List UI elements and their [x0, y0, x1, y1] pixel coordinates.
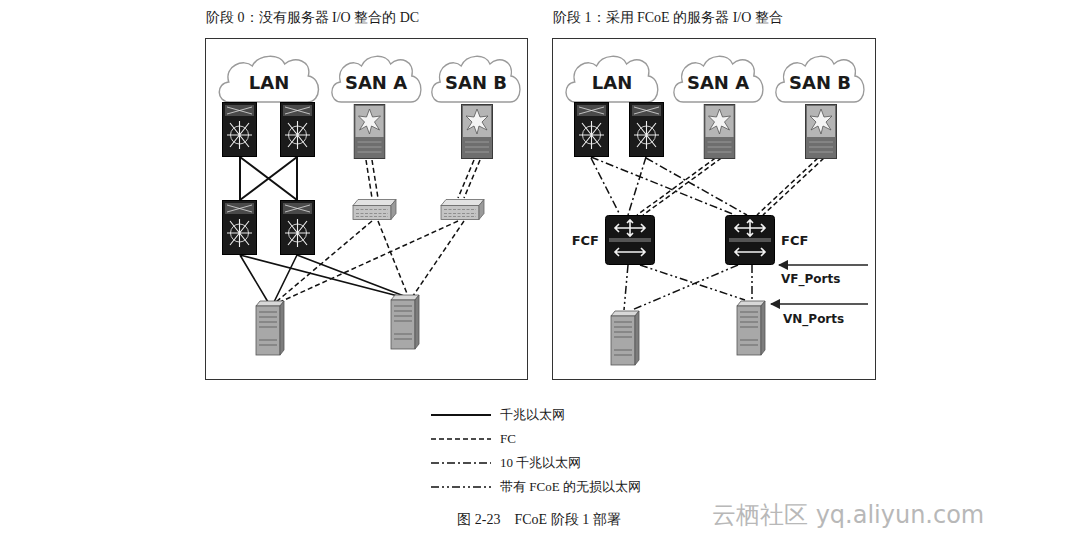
lan-switch [281, 103, 315, 157]
port-callout: VN_Ports [783, 312, 844, 326]
legend-row: FC [430, 427, 641, 451]
link-line [646, 158, 747, 215]
lan-switch [223, 103, 257, 157]
stage-panel: 阶段 0：没有服务器 I/O 整合的 DCLANSAN ASAN B [205, 38, 528, 380]
figure-caption: 图 2-23 FCoE 阶段 1 部署 [457, 512, 620, 527]
network-link [757, 158, 824, 215]
legend-line [431, 462, 491, 464]
san-director [704, 105, 735, 159]
legend-row: 10 千兆以太网 [430, 451, 641, 475]
lan-switch [575, 103, 609, 157]
fcf-icon [605, 215, 655, 265]
san-director [806, 105, 837, 159]
legend-line [431, 486, 491, 488]
stage-panel: 阶段 1：采用 FCoE 的服务器 I/O 整合LANSAN ASAN BFCF… [552, 38, 876, 380]
cloud-label: SAN B [428, 52, 524, 107]
san-switch [441, 200, 484, 220]
switch-label: FCF [781, 233, 808, 248]
legend-sample [430, 410, 492, 420]
legend-sample [430, 458, 492, 468]
server [611, 311, 639, 365]
cloud-label: SAN B [772, 52, 868, 107]
panel-title: 阶段 1：采用 FCoE 的服务器 I/O 整合 [553, 9, 783, 27]
cloud-outline [428, 52, 524, 158]
cloud-label: SAN A [670, 52, 767, 107]
link-line [643, 158, 722, 215]
legend: 千兆以太网 FC 10 千兆以太网带有 FCoE 的无损以太网 [430, 403, 641, 499]
panel-title: 阶段 0：没有服务器 I/O 整合的 DC [206, 9, 419, 27]
san-switch [353, 200, 396, 220]
cloud-label: LAN [215, 52, 323, 107]
fcoe-wires [624, 265, 752, 310]
fcf-symbol [726, 216, 775, 265]
link-line [757, 158, 818, 215]
server [737, 301, 765, 355]
link-line [637, 158, 716, 215]
fc-wires [276, 160, 480, 302]
lan-wires [240, 157, 404, 302]
network-cloud: SAN B [428, 52, 524, 158]
cloud-outline [670, 52, 767, 158]
network-cloud: SAN B [772, 52, 868, 158]
access-switch [223, 201, 257, 255]
link-line [591, 158, 620, 215]
network-cloud: LAN [562, 52, 662, 158]
access-switch [281, 201, 315, 255]
watermark: 云栖社区 yq.aliyun.com [712, 499, 984, 531]
network-cloud: SAN A [670, 52, 767, 158]
callout-arrow [771, 303, 868, 304]
san-director [354, 105, 385, 159]
server [256, 301, 284, 355]
port-callout: VF_Ports [781, 272, 840, 286]
network-cloud: SAN A [328, 52, 425, 158]
legend-sample [430, 482, 492, 492]
legend-text: 带有 FCoE 的无损以太网 [500, 478, 641, 496]
fcf-symbol [606, 216, 655, 265]
san-director [462, 105, 493, 159]
cloud-outline [562, 52, 662, 158]
network-link [646, 158, 747, 215]
legend-line [431, 438, 491, 440]
network-link [637, 158, 722, 215]
lan-switch [630, 103, 664, 157]
cloud-outline [215, 52, 323, 158]
network-link [591, 158, 620, 215]
link-line [763, 158, 824, 215]
legend-row: 千兆以太网 [430, 403, 641, 427]
fcf-switch: FCF [572, 215, 655, 265]
cloud-label: LAN [562, 52, 662, 107]
legend-text: 千兆以太网 [500, 406, 565, 424]
network-cloud: LAN [215, 52, 323, 158]
switch-label: FCF [572, 233, 599, 248]
legend-text: FC [500, 431, 516, 447]
cloud-outline [328, 52, 425, 158]
legend-line [431, 414, 491, 416]
fcf-icon [725, 215, 775, 265]
callout-arrow [779, 264, 868, 265]
legend-sample [430, 434, 492, 444]
fcf-switch: FCF [725, 215, 808, 265]
cloud-outline [772, 52, 868, 158]
legend-text: 10 千兆以太网 [500, 454, 581, 472]
server [391, 295, 419, 349]
ten-gig-wires [591, 157, 735, 215]
legend-row: 带有 FCoE 的无损以太网 [430, 475, 641, 499]
cloud-label: SAN A [328, 52, 425, 107]
